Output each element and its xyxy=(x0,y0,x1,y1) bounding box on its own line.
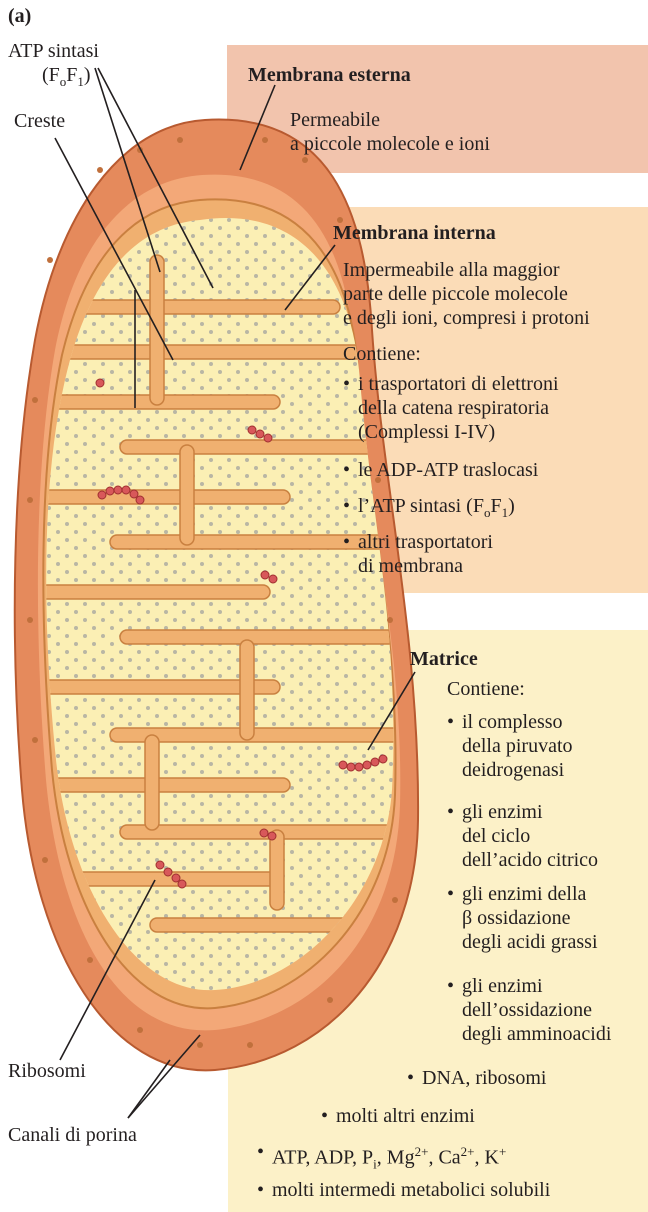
inner-membrane-title: Membrana interna xyxy=(333,222,496,245)
atp-synthase-label: ATP sintasi xyxy=(8,40,99,63)
panel-label: (a) xyxy=(8,5,31,28)
matrix-item-4: • gli enzimi dell’ossidazione degli ammi… xyxy=(462,974,611,1046)
ribosomes-label: Ribosomi xyxy=(8,1060,86,1083)
matrix-item-2: • gli enzimi del ciclo dell’acido citric… xyxy=(462,800,598,872)
inner-item-1: • i trasportatori di elettroni della cat… xyxy=(358,372,559,444)
atp-synthase-formula: (FoF1) xyxy=(42,64,91,93)
cristae-label: Creste xyxy=(14,110,65,133)
inner-membrane-line-3: e degli ioni, compresi i protoni xyxy=(343,306,590,330)
outer-membrane-title: Membrana esterna xyxy=(248,64,411,87)
matrix-item-1: • il complesso della piruvato deidrogena… xyxy=(462,710,573,782)
matrix-title: Matrice xyxy=(410,648,478,671)
outer-membrane-line-2: a piccole molecole e ioni xyxy=(290,132,490,156)
matrix-extra-intermediates: • molti intermedi metabolici solubili xyxy=(272,1178,550,1202)
inner-item-3: • l’ATP sintasi (FoF1) xyxy=(358,494,515,525)
inner-item-2: • le ADP-ATP traslocasi xyxy=(358,458,538,482)
matrix-contains: Contiene: xyxy=(447,677,525,701)
matrix-item-3: • gli enzimi della β ossidazione degli a… xyxy=(462,882,598,954)
inner-membrane-contains: Contiene: xyxy=(343,342,421,366)
porin-channels-label: Canali di porina xyxy=(8,1124,137,1147)
inner-item-4: • altri trasportatori di membrana xyxy=(358,530,493,578)
matrix-extra-ions: • ATP, ADP, Pi, Mg2+, Ca2+, K+ xyxy=(272,1140,506,1177)
inner-membrane-line-2: parte delle piccole molecole xyxy=(343,282,568,306)
inner-membrane-line-1: Impermeabile alla maggior xyxy=(343,258,560,282)
matrix-extra-dna: • DNA, ribosomi xyxy=(422,1066,546,1090)
matrix-extra-enzymes: • molti altri enzimi xyxy=(336,1104,475,1128)
outer-membrane-line-1: Permeabile xyxy=(290,108,380,132)
